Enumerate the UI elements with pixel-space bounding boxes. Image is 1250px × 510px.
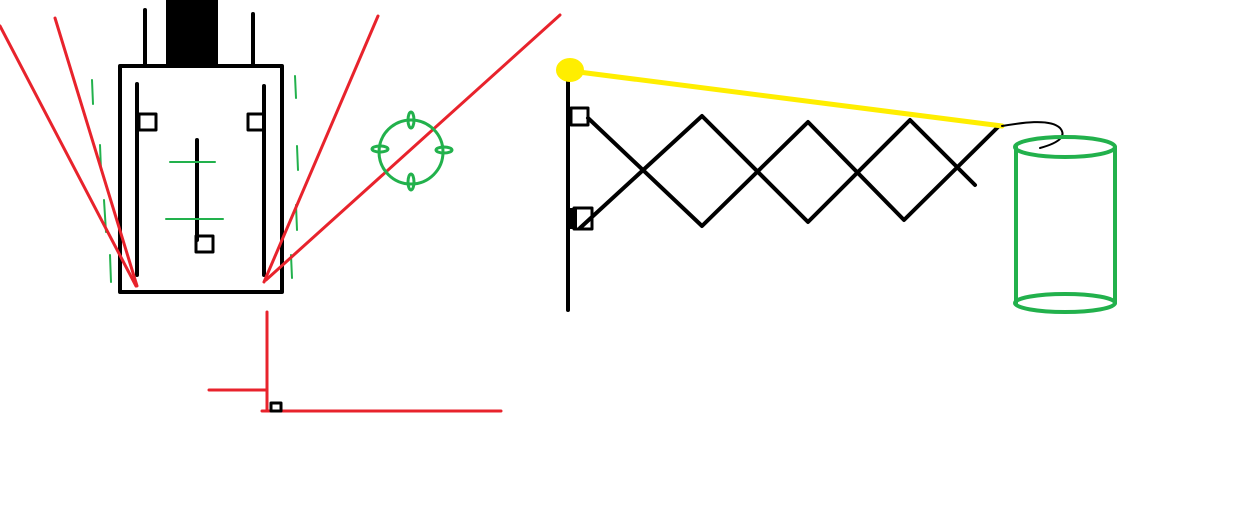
device-outer-box — [118, 64, 284, 294]
yellow-cable — [556, 58, 1005, 129]
red-ray-left-inner — [53, 16, 139, 288]
device-right-square — [246, 112, 266, 132]
red-ray-right-inner — [262, 14, 380, 284]
device-right-green-dashes — [290, 75, 299, 279]
cylinder-bucket — [1013, 135, 1117, 314]
cylinder-bottom-rim — [1013, 292, 1117, 314]
device-left-square — [137, 112, 158, 132]
scissor-arm-assembly — [566, 70, 1000, 312]
yellow-cable-line — [568, 68, 1005, 129]
scissor-upper-zigzag — [586, 116, 1000, 228]
arm-bottom-mount-fill — [570, 208, 577, 229]
red-ray-right-outer — [264, 13, 562, 282]
scissor-lower-zigzag — [578, 114, 977, 230]
device-left-green-dashes — [91, 79, 112, 283]
device-top-block — [166, 0, 218, 66]
crosshair-target-icon — [370, 110, 454, 192]
device-housing — [91, 0, 299, 294]
cylinder-wire — [1001, 121, 1064, 149]
corner-small-square — [269, 401, 283, 413]
arm-top-mount — [569, 106, 590, 127]
red-corner-bracket — [207, 310, 503, 413]
device-center-square — [194, 234, 215, 254]
red-ray-left-outer — [0, 24, 138, 288]
red-light-rays — [0, 13, 562, 288]
yellow-pivot-joint — [556, 58, 584, 82]
cylinder-top-rim — [1013, 135, 1117, 159]
